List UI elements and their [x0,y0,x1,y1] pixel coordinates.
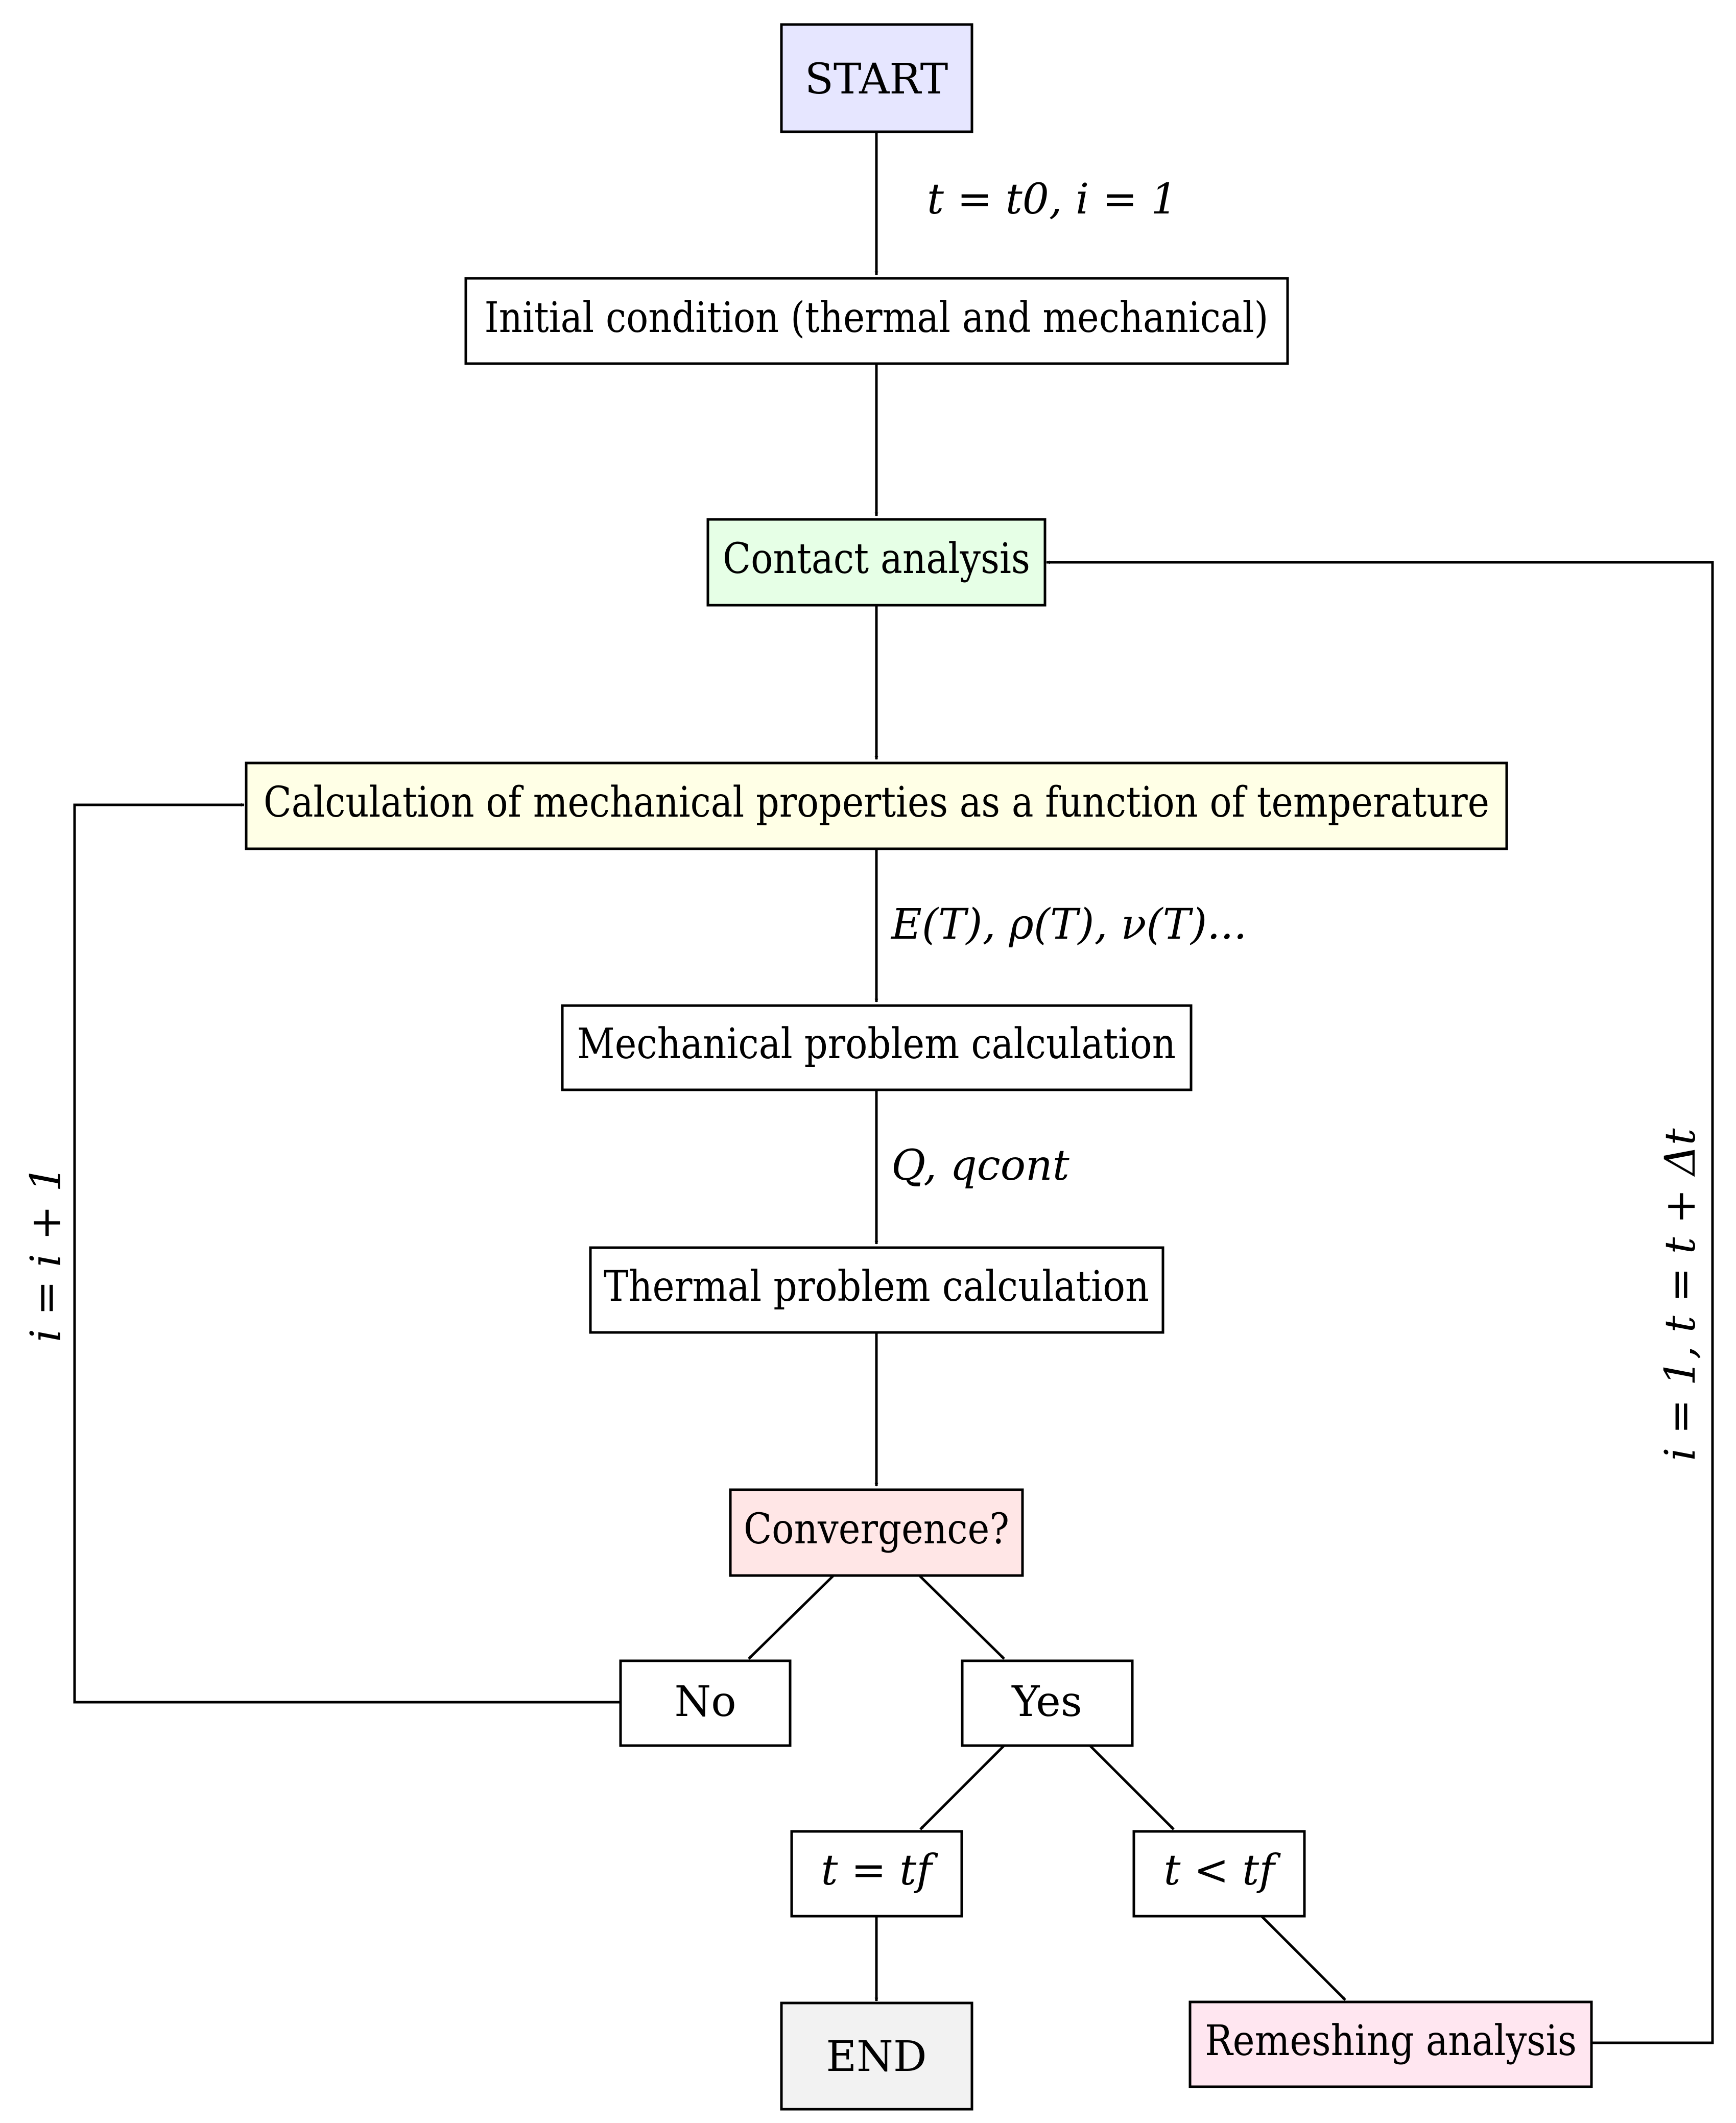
edge-label-init-text: t = t0, i = 1 [927,175,1177,224]
node-end-box [780,2001,973,2111]
edge-labels: t = t0, i = 1 E(T), ρ(T), ν(T)... Q, qco… [22,175,1705,1461]
node-end-label: END [826,2033,926,2081]
node-no-box [619,1659,792,1747]
node-t-equals-tf-box [790,1830,963,1918]
node-thermal-problem-label: Thermal problem calculation [604,1262,1149,1311]
edges [73,132,1714,2044]
edge-convergence-no [748,1575,835,1660]
node-no: No [619,1659,792,1747]
node-convergence-box [729,1488,1024,1577]
edge-label-loop-t-text: i = 1, t = t + Δt [1656,1128,1705,1461]
edge-tf-lt-remesh [1261,1915,1346,2001]
edge-label-loop-i-text: i = i + 1 [22,1165,70,1342]
node-mechanical-problem-label: Mechanical problem calculation [577,1020,1176,1068]
node-contact-analysis-box [706,518,1047,607]
node-thermal-problem: Thermal problem calculation [589,1246,1164,1334]
node-convergence: Convergence? [729,1488,1024,1577]
edge-yes-tf-eq [919,1745,1005,1830]
node-contact-analysis: Contact analysis [706,518,1047,607]
node-no-label: No [674,1678,736,1726]
node-initial-condition-label: Initial condition (thermal and mechanica… [485,294,1269,342]
node-mechanical-problem-box [561,1004,1193,1091]
edge-label-props-text: E(T), ρ(T), ν(T)... [890,900,1247,949]
edge-label-heat-text: Q, qcont [891,1141,1070,1190]
node-start-label: START [805,55,948,104]
node-contact-analysis-label: Contact analysis [723,535,1030,583]
node-mechanical-properties-box [245,761,1508,850]
node-yes-box [961,1659,1134,1747]
edge-label-heat: Q, qcont [891,1141,1070,1190]
edge-label-props: E(T), ρ(T), ν(T)... [890,900,1247,949]
node-mechanical-problem: Mechanical problem calculation [561,1004,1193,1091]
node-end: END [780,2001,973,2111]
node-t-equals-tf: t = tf [790,1830,963,1918]
node-yes-label: Yes [1011,1678,1082,1726]
node-t-less-tf-label: t < tf [1163,1846,1281,1895]
edge-remesh-loop [1046,560,1714,2044]
edge-label-loop-t: i = 1, t = t + Δt [1656,1128,1705,1461]
node-mechanical-properties-label: Calculation of mechanical properties as … [264,778,1489,827]
edge-convergence-yes [918,1575,1005,1660]
edge-no-loop [73,803,621,1704]
node-convergence-label: Convergence? [744,1505,1009,1554]
node-mechanical-properties: Calculation of mechanical properties as … [245,761,1508,850]
node-thermal-problem-box [589,1246,1164,1334]
node-start: START [780,23,973,133]
node-remeshing-analysis: Remeshing analysis [1188,2000,1593,2088]
node-t-less-tf-box [1132,1830,1306,1918]
node-initial-condition: Initial condition (thermal and mechanica… [464,277,1289,365]
node-initial-condition-box [464,277,1289,365]
node-t-equals-tf-label: t = tf [821,1846,938,1895]
node-start-box [780,23,973,133]
node-remeshing-analysis-box [1188,2000,1593,2088]
edge-label-loop-i: i = i + 1 [22,1165,70,1342]
node-yes: Yes [961,1659,1134,1747]
node-t-less-tf: t < tf [1132,1830,1306,1918]
edge-label-init: t = t0, i = 1 [927,175,1177,224]
node-remeshing-analysis-label: Remeshing analysis [1205,2017,1577,2065]
edge-yes-tf-lt [1089,1745,1175,1830]
